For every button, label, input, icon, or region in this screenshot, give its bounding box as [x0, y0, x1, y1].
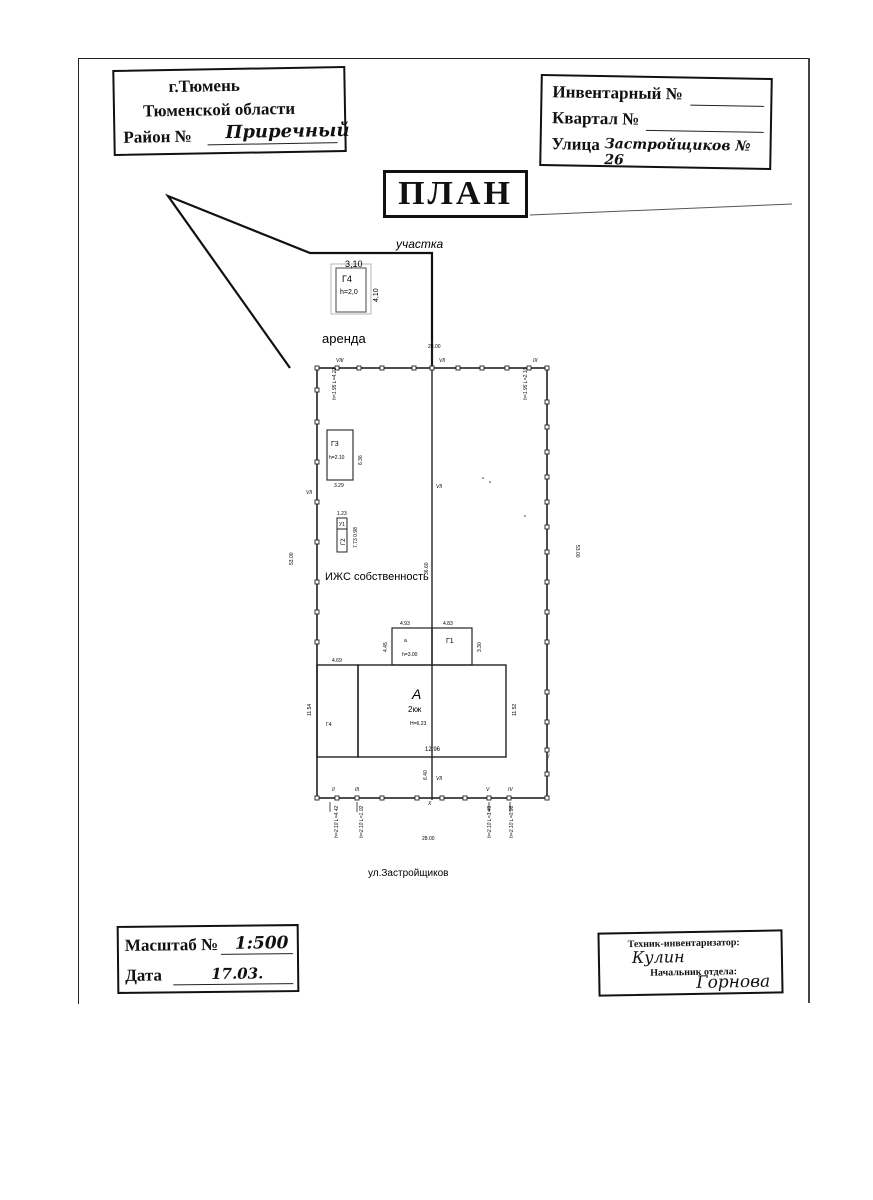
annex-a-label: а: [404, 638, 407, 644]
fence-posts: [314, 365, 550, 801]
fence-VIII-height: h=1.95 L=4.21: [332, 368, 338, 400]
g1-label: Г1: [446, 638, 454, 645]
dim-top: 28.00: [428, 344, 441, 350]
annex-a-width: 4.93: [400, 621, 410, 627]
scale-label: Масштаб №: [124, 934, 219, 955]
head-signature: Горнова: [696, 971, 771, 993]
g2-depth: 7.73 0.98: [353, 527, 359, 548]
house-left-width: 4.69: [332, 658, 342, 664]
fence-V-height: h=2.10 L=3.49: [487, 806, 493, 838]
annex-a-depth: 4.45: [383, 642, 389, 652]
fence-IX: IX: [533, 358, 538, 364]
g2-label: Г2: [341, 538, 347, 545]
document-sheet: [78, 58, 810, 1004]
fence-VII-left: VII: [306, 490, 313, 496]
fence-IX-height: h=1.95 L=2.10: [523, 368, 529, 400]
g4-side-shed: [316, 664, 359, 758]
street-bottom-label: ул.Застройщиков: [368, 868, 448, 879]
g4-label: Г4: [342, 274, 352, 284]
house-depth-left: 11.54: [307, 704, 313, 716]
annex-a-height: h=3.00: [402, 652, 418, 658]
lease-boundary: [164, 193, 434, 369]
g1-depth: 3.30: [477, 642, 483, 652]
fence-II: II: [332, 787, 335, 793]
g3-depth: 6.36: [358, 455, 364, 465]
house-width: 12.96: [425, 747, 441, 753]
fence-VII-top: VII: [439, 358, 446, 364]
g1-width: 4.83: [443, 621, 453, 627]
lease-label: аренда: [322, 331, 366, 346]
dim-right: 53.00: [574, 545, 580, 558]
g3-shed: [326, 429, 354, 481]
fence-IV: IV: [508, 787, 513, 793]
fence-IV-height: h=2.10 L=0.96: [509, 806, 515, 838]
g3-label: Г3: [331, 441, 339, 448]
fence-I: I: [548, 754, 550, 760]
g4-depth: 4,10: [373, 288, 380, 302]
g2-width: 1.23: [337, 511, 347, 517]
fence-VII-bottom: VII: [436, 776, 443, 782]
house-depth-right: 11.52: [512, 704, 518, 716]
date-label: Дата: [125, 965, 163, 985]
fence-III-height: h=2.10 L=1.02: [359, 806, 365, 838]
uchastok-label: участка: [395, 237, 444, 251]
technician-stamp: Техник-инвентаризатор: Кулин Начальник о…: [597, 929, 784, 997]
fence-VII-center: VII: [436, 484, 443, 490]
house-type: 2кж: [408, 705, 422, 714]
fence-III: III: [355, 787, 360, 793]
house-height: H=6.23: [410, 721, 426, 727]
fence-II-height: h=2.10 L=4.42: [334, 806, 340, 838]
dim-bottom-gap: 6.40: [423, 770, 429, 780]
g2-mark: У1: [339, 522, 345, 528]
house-label: А: [411, 686, 421, 702]
fence-X: X: [427, 801, 432, 807]
g4-width: 3,10: [345, 259, 363, 269]
fence-V: V: [486, 787, 490, 793]
g2-shed: [336, 528, 348, 553]
g-side-label: Г4: [326, 722, 332, 728]
fence-VIII: VIII: [336, 358, 344, 364]
dim-left: 53.00: [289, 552, 295, 565]
ownership-label: ИЖС собственность: [325, 571, 429, 583]
scale-value: 1:500: [234, 933, 289, 954]
g1-shed: [431, 627, 473, 666]
sheet-right-edge: [808, 58, 810, 1003]
g3-height: h=2.10: [329, 455, 345, 461]
g4-height: h=2,0: [340, 289, 358, 296]
annex-a: [391, 627, 433, 666]
plan-title: ПЛАН: [383, 170, 528, 218]
g3-width: 3.29: [334, 483, 344, 489]
technician-signature: Кулин: [631, 947, 685, 968]
scale-date-stamp: Масштаб № 1:500 Дата 17.03.: [116, 924, 300, 994]
date-value: 17.03.: [211, 964, 264, 983]
g4-shed: [335, 267, 367, 313]
dim-bottom: 28.00: [422, 836, 435, 842]
dim-center: 36.60: [424, 562, 430, 575]
